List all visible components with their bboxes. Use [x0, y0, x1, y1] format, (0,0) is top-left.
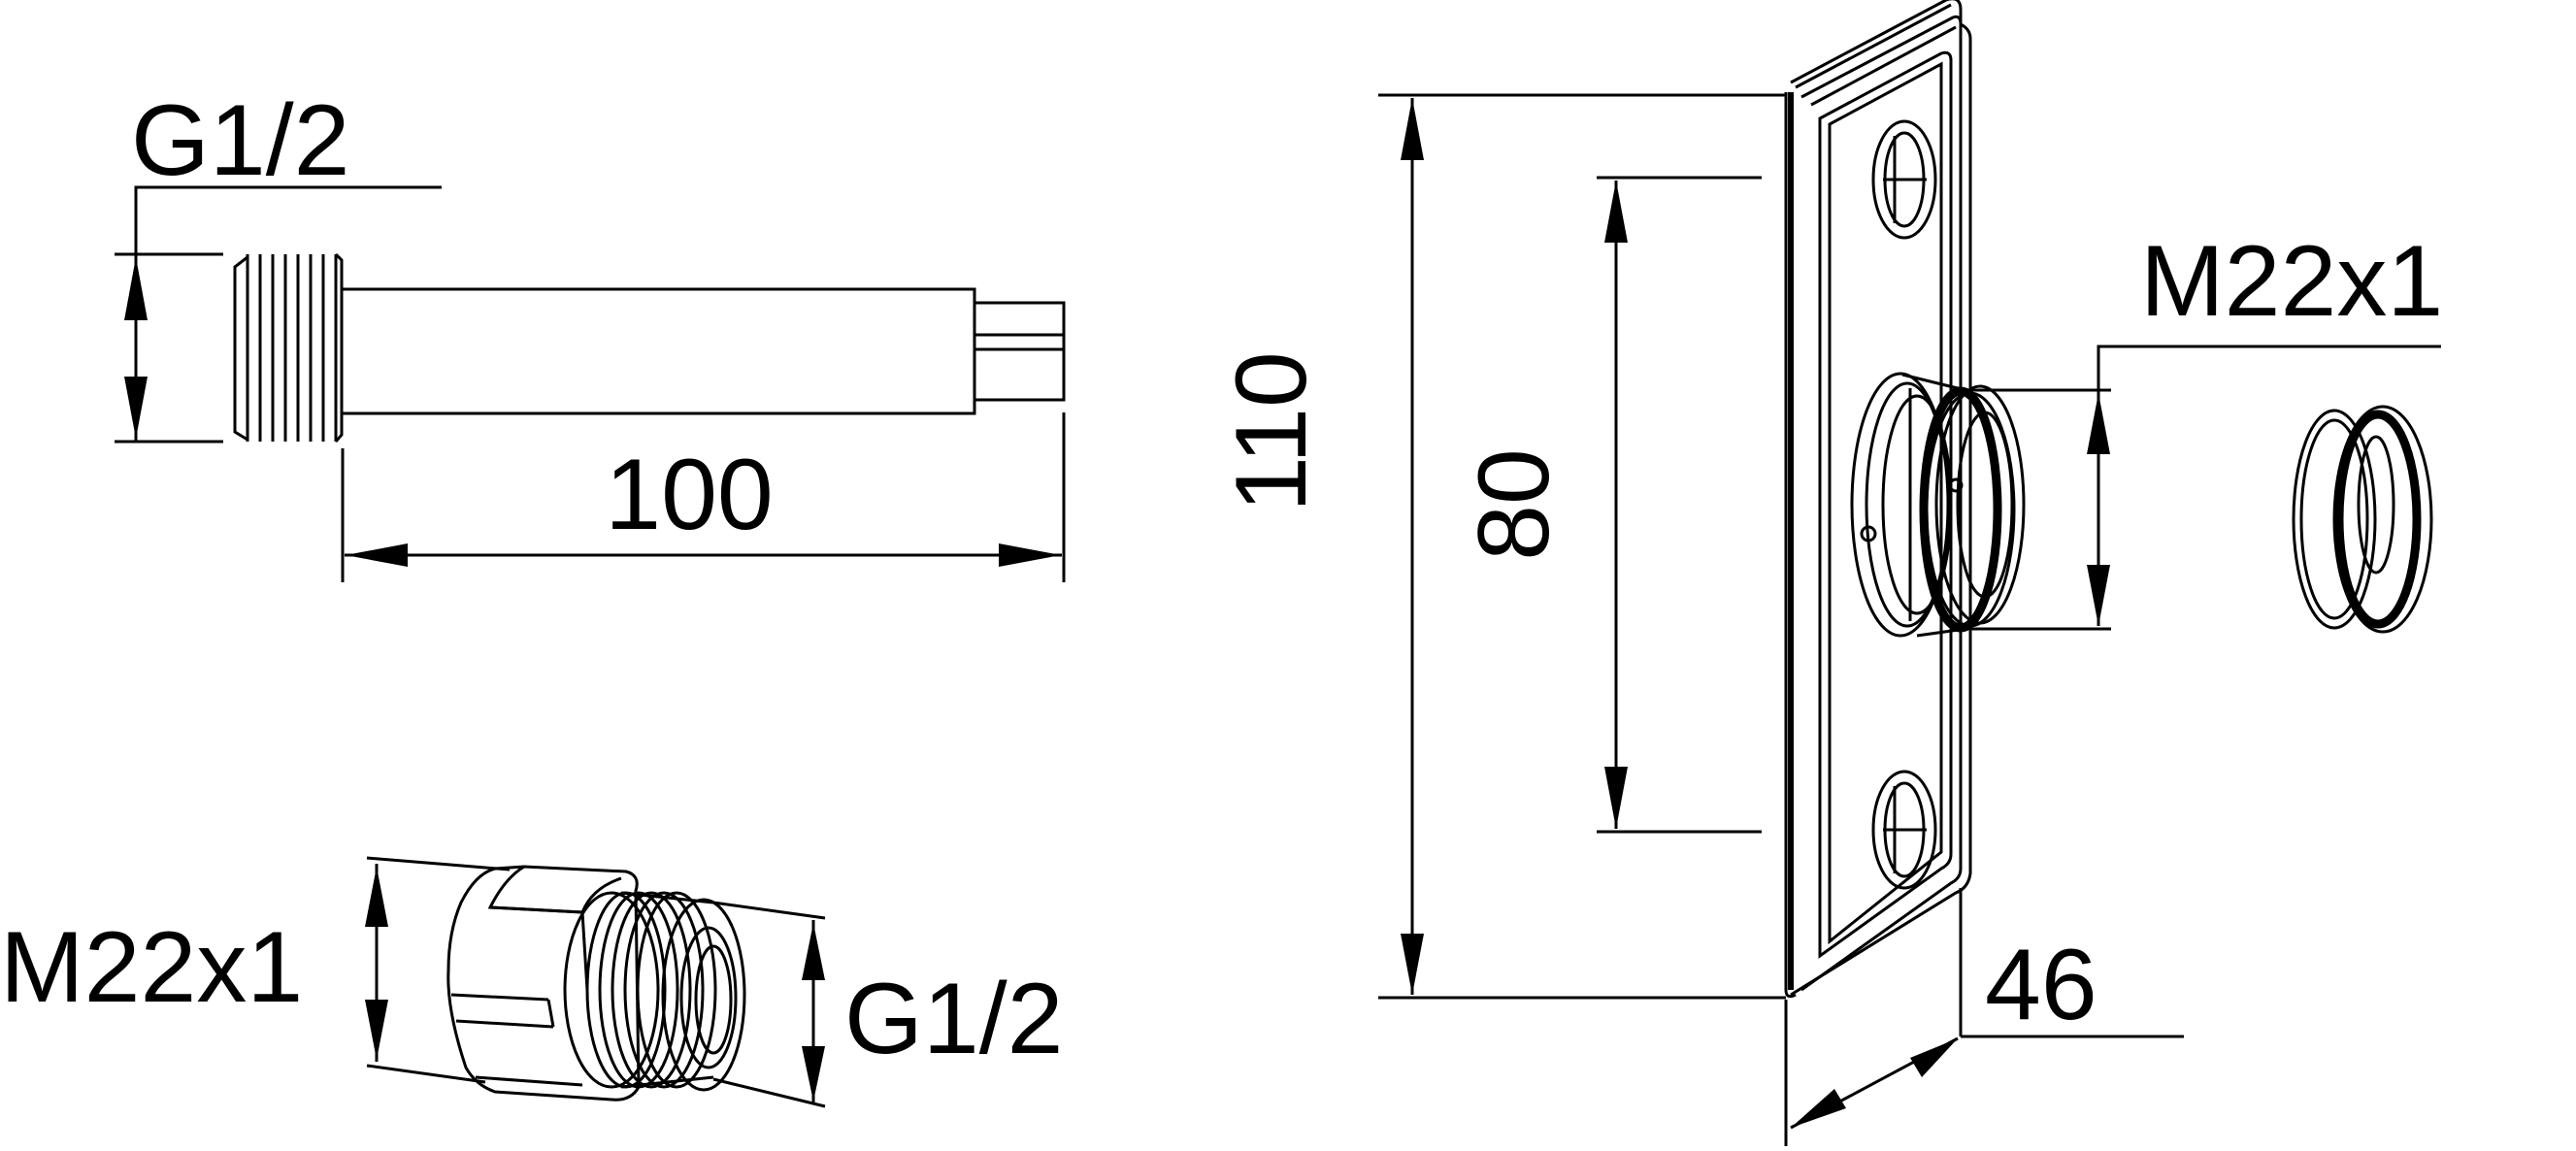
pipe-thread-lines [246, 254, 338, 442]
outlet-thread-label: M22x1 [2140, 225, 2443, 338]
adapter-pipe-thread-label: G1/2 [844, 963, 1063, 1075]
pipe-extension [115, 185, 1066, 582]
pipe-thread-label: G1/2 [131, 84, 349, 197]
plate-depth-label: 46 [1985, 929, 2097, 1041]
pipe-length-label: 100 [605, 439, 774, 551]
o-ring-seal [2292, 405, 2433, 634]
wall-plate [1378, 0, 2441, 1146]
adapter-metric-thread-label: M22x1 [0, 911, 303, 1024]
plate-height-label: 110 [1215, 351, 1328, 512]
thread-adapter [365, 856, 826, 1108]
hole-spacing-label: 80 [1458, 448, 1570, 561]
